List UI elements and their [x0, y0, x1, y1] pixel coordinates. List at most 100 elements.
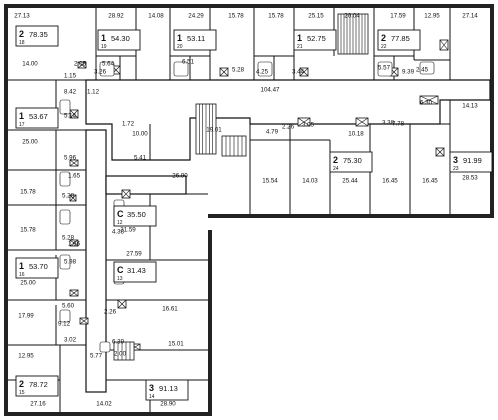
room-area: 16.45 — [422, 178, 438, 185]
apartment-rooms: 1 — [19, 261, 24, 271]
room-area: 3.38 — [382, 120, 395, 127]
room-area: 104.47 — [261, 87, 280, 94]
room-area: 15.01 — [168, 341, 184, 348]
outer-wall — [208, 214, 490, 218]
room-area: 25.44 — [342, 178, 358, 185]
shaft — [79, 317, 89, 325]
room-area: 28.92 — [108, 13, 124, 20]
room-area: 17.99 — [18, 313, 34, 320]
apartment-number: 23 — [453, 166, 459, 172]
apartment-tag-box — [15, 257, 59, 279]
apartment-area: 77.85 — [391, 34, 410, 43]
room-area: 10.18 — [348, 131, 364, 138]
apartment-rooms: 2 — [19, 29, 24, 39]
room-area: 20.04 — [344, 13, 360, 20]
room-area: 2.26 — [104, 309, 117, 316]
room-area: 16.45 — [382, 178, 398, 185]
room-area: 5.77 — [90, 353, 103, 360]
room-area: 4.38 — [112, 229, 125, 236]
room-area: 14.02 — [96, 401, 112, 408]
apartment-tag-box — [173, 29, 217, 51]
shaft — [69, 289, 79, 297]
bath-fixture — [419, 61, 435, 75]
room-area: 4.25 — [256, 69, 269, 76]
shaft — [69, 109, 79, 119]
bath-fixture — [257, 61, 273, 77]
apartment-tag-box — [15, 107, 59, 129]
room-area: 2.26 — [282, 124, 295, 131]
bath-fixture — [99, 341, 111, 353]
room-area: 2.05 — [74, 61, 87, 68]
apartment-rooms: С — [117, 209, 124, 219]
room-area: 12.95 — [18, 353, 34, 360]
room-area: 15.78 — [228, 13, 244, 20]
room-area: 9.39 — [402, 69, 415, 76]
apartment-number: 12 — [117, 220, 123, 226]
room-area: 28.90 — [160, 401, 176, 408]
apartment-area: 35.50 — [127, 210, 146, 219]
room-area: 14.08 — [148, 13, 164, 20]
room-area: 15.78 — [20, 227, 36, 234]
bath-fixture — [59, 254, 71, 270]
room-area: 24.29 — [188, 13, 204, 20]
room-area: 4.79 — [266, 129, 279, 136]
bath-fixture — [59, 99, 71, 115]
apartment-rooms: 1 — [177, 33, 182, 43]
corridor — [85, 79, 491, 161]
room-area: 6.51 — [182, 59, 195, 66]
room-area: 19.01 — [206, 127, 222, 134]
bath-fixture — [173, 61, 189, 77]
bath-fixture — [59, 209, 71, 225]
shaft — [355, 117, 369, 127]
room-area: 5.41 — [134, 155, 147, 162]
room-area: 5.96 — [64, 155, 77, 162]
shaft — [439, 39, 449, 51]
apartment-area: 53.11 — [187, 34, 205, 43]
apartment-rooms: 2 — [19, 379, 24, 389]
apartment-tag-box — [15, 25, 59, 47]
shaft — [69, 159, 79, 167]
apartment-tag-box — [377, 29, 421, 51]
apartment-area: 91.13 — [159, 384, 178, 393]
room-area: 5.28 — [232, 67, 245, 74]
room-area: 9.12 — [58, 321, 71, 328]
room-area: 1.15 — [64, 73, 77, 80]
apartment-rooms: 3 — [453, 155, 458, 165]
room-area: 15.78 — [20, 189, 36, 196]
room-area: 12.95 — [424, 13, 440, 20]
apartment-rooms: 1 — [19, 111, 24, 121]
room-area: 1.12 — [87, 89, 100, 96]
room-area: 14.00 — [22, 61, 38, 68]
apartment-area: 31.43 — [127, 266, 146, 275]
room-area: 27.59 — [126, 251, 142, 258]
apartment-number: 21 — [297, 44, 303, 50]
apartment-number: 13 — [117, 276, 123, 282]
apartment-tag-box — [113, 261, 157, 283]
walls — [4, 4, 494, 416]
shaft — [419, 95, 439, 105]
room-area: 27.16 — [30, 401, 46, 408]
room-area: 25.00 — [20, 280, 36, 287]
room-area: 5.28 — [62, 235, 75, 242]
room-area: 25.15 — [308, 13, 324, 20]
apartment-tag-box — [15, 375, 59, 397]
room-area: 25.00 — [22, 139, 38, 146]
room-area: 3.05 — [302, 122, 315, 129]
apartment-area: 54.30 — [111, 34, 130, 43]
apartment-rooms: 3 — [149, 383, 154, 393]
apartment-number: 19 — [101, 44, 107, 50]
room-area: 5.60 — [62, 303, 75, 310]
apartment-tag-box — [97, 29, 141, 51]
room-area: 27.14 — [462, 13, 478, 20]
corridor — [85, 129, 107, 393]
room-area: 28.53 — [462, 175, 478, 182]
apartment-area: 75.30 — [343, 156, 362, 165]
apartment-tag-box — [293, 29, 337, 51]
